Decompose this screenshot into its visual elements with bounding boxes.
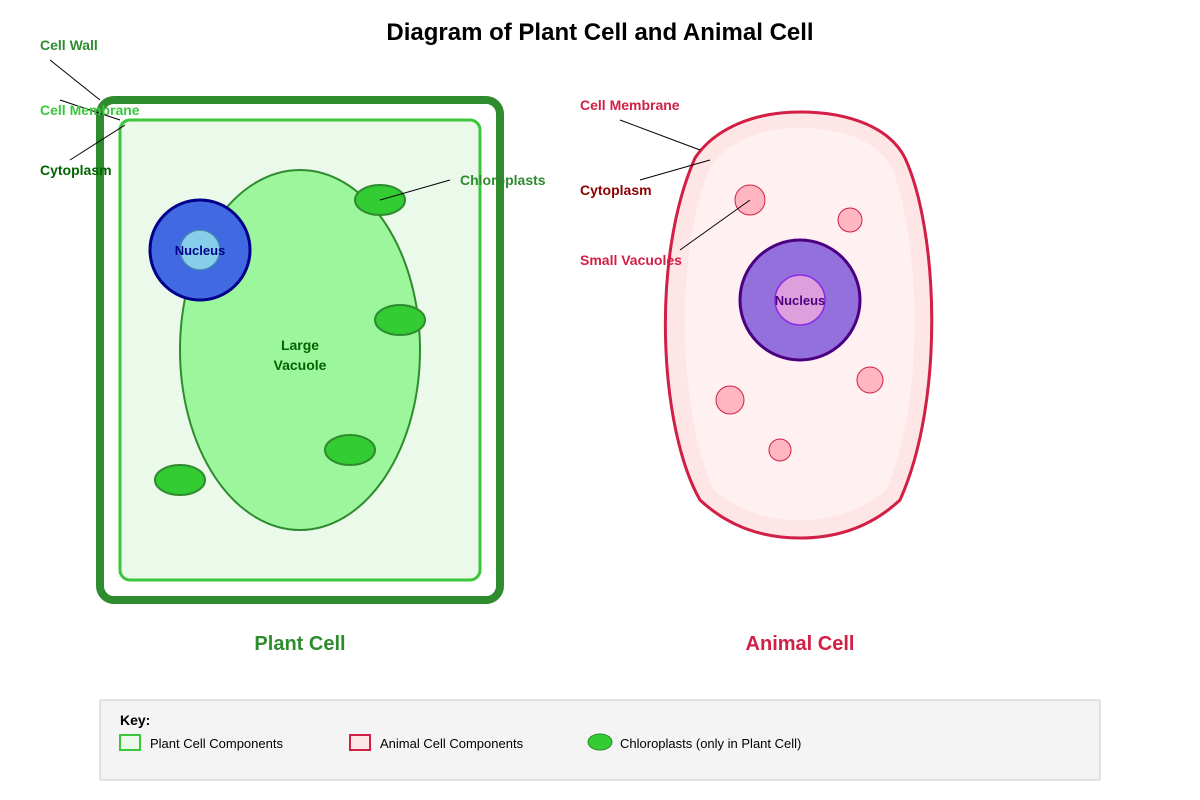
plant-key-label: Plant Cell Components [150, 736, 283, 751]
animal-cell: Nucleus Cell Membrane Cytoplasm Small Va… [580, 97, 934, 655]
small-vacuole [856, 366, 884, 394]
animal-nucleolus [774, 274, 826, 326]
page-title: Diagram of Plant Cell and Animal Cell [386, 19, 813, 46]
animal-cytoplasm-label: Cytoplasm [580, 182, 652, 198]
plant-nucleus-label: Nucleus [175, 243, 226, 258]
key-panel: Key: Plant Cell Components Animal Cell C… [99, 699, 1101, 781]
plant-nucleolus [179, 229, 221, 271]
vacuole-label-line1: Large [281, 337, 319, 353]
chloroplast [154, 464, 206, 496]
small-vacuole [768, 438, 792, 462]
chloroplast-key-swatch [587, 733, 613, 751]
animal-cell-membrane-label: Cell Membrane [580, 97, 680, 113]
animal-nucleus-label: Nucleus [775, 293, 826, 308]
plant-key-swatch [119, 734, 141, 751]
chloroplast-key-label: Chloroplasts (only in Plant Cell) [620, 736, 801, 751]
key-title: Key: [120, 712, 150, 728]
plant-cytoplasm-label: Cytoplasm [40, 162, 112, 178]
animal-small-vacuoles-label: Small Vacuoles [580, 252, 682, 268]
plant-cell-title: Plant Cell [254, 633, 345, 655]
plant-chloroplasts-label: Chloroplasts [460, 172, 546, 188]
plant-cell: Nucleus Large Vacuole Cell Wall Cell Mem… [40, 37, 546, 655]
plant-cell-membrane-label: Cell Membrane [40, 102, 140, 118]
vacuole-label-line2: Vacuole [274, 357, 327, 373]
cell-membrane-leader-line [59, 99, 121, 121]
small-vacuole [715, 385, 745, 415]
chloroplast [324, 434, 376, 466]
chloroplast [374, 304, 426, 336]
plant-cell-wall-label: Cell Wall [40, 37, 98, 53]
cytoplasm-leader-line [69, 124, 126, 161]
animal-cell-title: Animal Cell [746, 633, 855, 655]
small-vacuoles-leader-line [679, 199, 751, 251]
animal-membrane-leader-line [619, 119, 701, 151]
cell-wall-leader-line [49, 59, 101, 101]
animal-cytoplasm-leader-line [639, 159, 711, 181]
animal-key-swatch [349, 734, 371, 751]
animal-key-label: Animal Cell Components [380, 736, 524, 751]
small-vacuole [837, 207, 863, 233]
chloroplast-leader-line [379, 179, 451, 201]
